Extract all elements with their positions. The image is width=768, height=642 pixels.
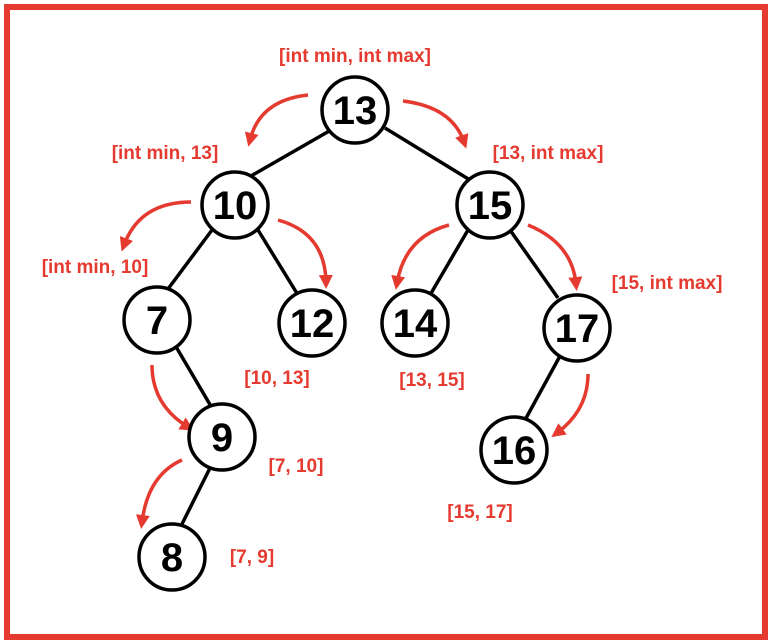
node-circle: [277, 288, 347, 358]
arrow-to-left-15: [391, 223, 450, 290]
node-14: 14: [380, 288, 450, 358]
arrow-to-left-13: [244, 93, 309, 147]
edge-17-16: [523, 355, 562, 421]
arrow-to-right-10: [277, 218, 333, 289]
edge-15-14: [428, 229, 470, 296]
node-label: 12: [290, 302, 335, 346]
node-label: 15: [468, 184, 513, 228]
node-circle: [380, 288, 450, 358]
node-9: 9: [187, 402, 257, 472]
edge-7-9: [173, 344, 214, 409]
arrow-to-left-9: [135, 458, 183, 529]
node-label: 10: [213, 184, 258, 228]
node-circle: [455, 170, 525, 240]
node-12: 12: [277, 288, 347, 358]
range-label-17: [15, int max]: [612, 273, 723, 294]
node-13: 13: [320, 75, 390, 145]
node-label: 17: [555, 307, 600, 351]
node-label: 7: [146, 299, 168, 343]
node-circle: [187, 402, 257, 472]
range-label-16: [15, 17]: [447, 502, 512, 523]
node-circle: [137, 522, 207, 592]
range-label-9: [7, 10]: [269, 456, 324, 477]
node-label: 13: [333, 89, 378, 133]
node-label: 9: [211, 416, 233, 460]
tree-edges: [163, 126, 562, 529]
range-label-10: [int min, 13]: [112, 143, 219, 164]
node-7: 7: [122, 285, 192, 355]
range-label-13: [int min, int max]: [279, 46, 431, 67]
range-labels: [int min, int max] [int min, 13] [13, in…: [42, 46, 723, 568]
node-circle: [542, 293, 612, 363]
edge-10-7: [163, 228, 214, 295]
range-label-14: [13, 15]: [399, 370, 464, 391]
node-17: 17: [542, 293, 612, 363]
edge-9-8: [178, 467, 212, 529]
node-circle: [122, 285, 192, 355]
range-label-12: [10, 13]: [244, 368, 309, 389]
arrow-to-left-10: [119, 200, 192, 252]
node-label: 8: [161, 536, 183, 580]
node-circle: [320, 75, 390, 145]
edge-10-12: [256, 229, 300, 296]
node-label: 14: [393, 302, 438, 346]
range-label-15: [13, int max]: [493, 143, 604, 164]
node-15: 15: [455, 170, 525, 240]
range-label-7: [int min, 10]: [42, 257, 149, 278]
edge-13-15: [384, 126, 471, 182]
node-10: 10: [200, 170, 270, 240]
arrow-to-left-17: [551, 373, 590, 438]
range-label-8: [7, 9]: [230, 547, 274, 568]
node-16: 16: [479, 415, 549, 485]
node-label: 16: [492, 429, 537, 473]
node-8: 8: [137, 522, 207, 592]
node-circle: [200, 170, 270, 240]
node-circle: [479, 415, 549, 485]
arrow-to-right-15: [527, 223, 583, 291]
arrow-to-right-7: [150, 364, 194, 431]
range-arrows: [119, 93, 590, 529]
arrow-to-right-13: [402, 99, 469, 149]
edge-15-17: [508, 228, 560, 300]
edge-13-10: [243, 128, 332, 182]
